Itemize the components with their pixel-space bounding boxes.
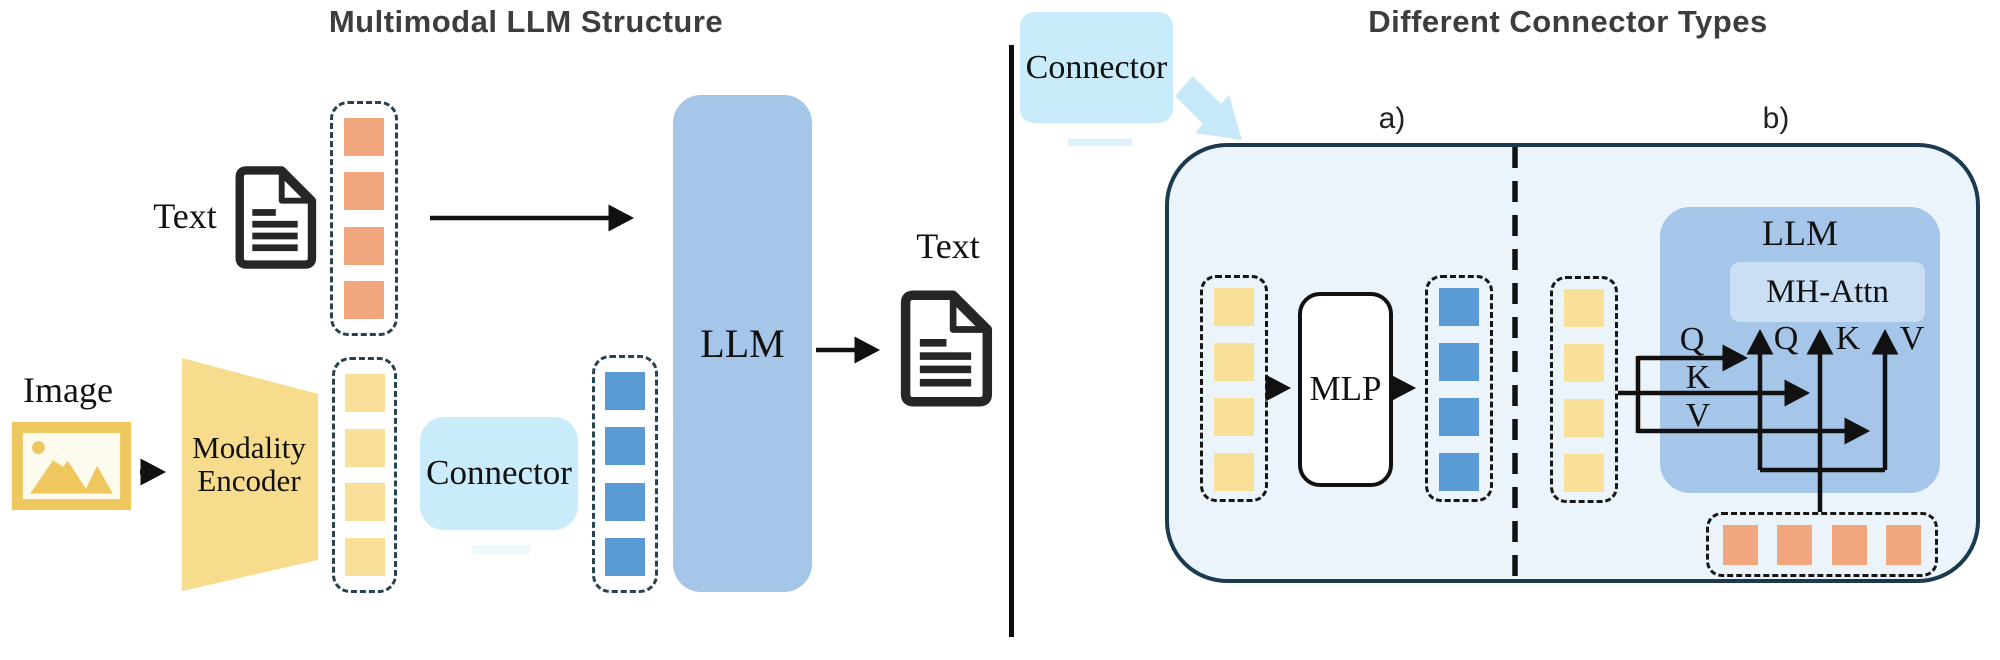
text-input-label: Text — [153, 196, 217, 236]
token — [1723, 524, 1758, 565]
connector-callout-label: Connector — [1025, 48, 1168, 86]
section-b-label: b) — [1762, 102, 1790, 135]
token — [1439, 453, 1479, 491]
token — [344, 280, 384, 319]
text-output-label: Text — [916, 226, 980, 266]
token — [1564, 344, 1604, 382]
modality-encoder-line2: Encoder — [197, 462, 301, 498]
text-document-icon — [235, 166, 317, 269]
v-source-label: V — [1685, 397, 1711, 434]
v-target-label: V — [1899, 320, 1925, 357]
llm-text-token-row — [1706, 512, 1938, 577]
token — [1564, 399, 1604, 437]
xattn-input-token-column — [1550, 276, 1618, 503]
token — [1439, 288, 1479, 326]
token — [344, 537, 385, 576]
mlp-output-token-column — [1425, 275, 1493, 502]
right-panel-title: Different Connector Types — [1368, 4, 1768, 39]
mh-attn-label: MH-Attn — [1766, 273, 1889, 310]
token — [605, 482, 645, 521]
token — [1214, 288, 1254, 326]
mlp-label: MLP — [1309, 369, 1382, 409]
token — [344, 483, 385, 522]
text-token-column — [330, 101, 398, 336]
mh-attn-box: MH-Attn — [1730, 262, 1925, 322]
token — [344, 172, 384, 211]
connector-pointer-arrow-icon — [1175, 76, 1242, 140]
token — [1564, 289, 1604, 327]
faint-strip — [472, 545, 530, 554]
connector-callout-box: Connector — [1020, 12, 1173, 123]
token — [1885, 524, 1921, 565]
modality-encoder-line1: Modality — [192, 430, 306, 465]
connector-label: Connector — [426, 453, 572, 493]
connector-token-column — [592, 355, 658, 593]
token — [605, 537, 645, 576]
token — [344, 428, 385, 467]
llm-b-label: LLM — [1762, 213, 1838, 253]
token — [1777, 524, 1813, 565]
token — [1564, 454, 1604, 492]
token — [1439, 343, 1479, 381]
token — [1214, 343, 1254, 381]
token — [344, 374, 385, 412]
token — [1439, 398, 1479, 436]
section-a-label: a) — [1378, 102, 1406, 135]
token — [1831, 524, 1867, 565]
k-target-label: K — [1835, 320, 1861, 357]
mlp-input-token-column — [1200, 275, 1268, 502]
left-panel-title: Multimodal LLM Structure — [328, 4, 724, 39]
llm-box: LLM — [673, 95, 812, 592]
token — [605, 427, 645, 466]
token — [1214, 453, 1254, 491]
modality-encoder-label: Modality Encoder — [175, 430, 323, 498]
k-source-label: K — [1685, 359, 1711, 396]
panel-divider — [1009, 45, 1014, 637]
image-token-column — [332, 357, 397, 593]
q-source-label: Q — [1679, 321, 1705, 358]
image-input-label: Image — [23, 370, 113, 410]
mlp-box: MLP — [1298, 292, 1393, 487]
image-icon — [11, 421, 132, 511]
text-document-icon — [900, 290, 993, 407]
token — [1214, 398, 1254, 436]
llm-label: LLM — [700, 320, 785, 366]
faint-strip — [1068, 139, 1132, 146]
token — [344, 226, 384, 265]
token — [605, 372, 645, 410]
token — [344, 118, 384, 156]
connector-box: Connector — [420, 417, 578, 530]
q-target-label: Q — [1773, 320, 1799, 357]
